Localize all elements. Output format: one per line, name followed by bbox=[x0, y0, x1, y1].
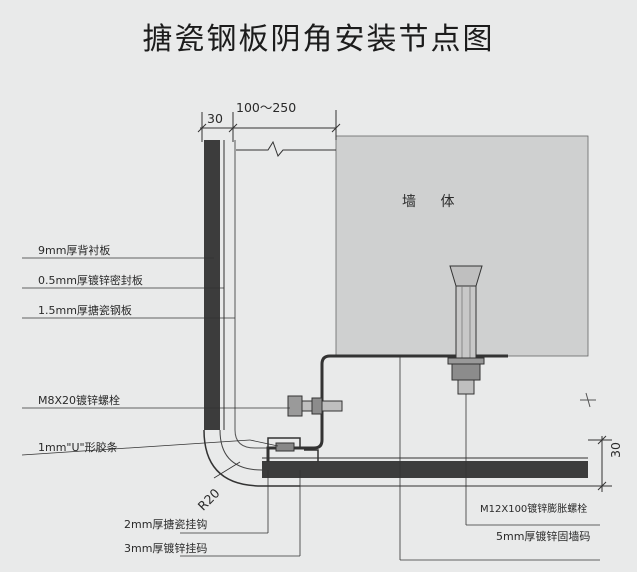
backing-board-horizontal bbox=[262, 461, 588, 478]
label-hook-3mm: 3mm厚镀锌挂码 bbox=[124, 541, 207, 555]
label-enamel-panel: 1.5mm厚搪瓷钢板 bbox=[38, 303, 132, 317]
m8-bolt bbox=[287, 395, 343, 417]
leader-lines bbox=[21, 257, 600, 561]
dim-corner-radius: R20 bbox=[195, 485, 223, 513]
label-wall-bracket: 5mm厚镀锌固墙码 bbox=[496, 529, 590, 543]
wall-bracket bbox=[266, 354, 508, 462]
backing-board-corner bbox=[219, 429, 300, 471]
dim-panel-thickness: 30 bbox=[207, 111, 223, 126]
m12-anchor-bolt bbox=[447, 265, 485, 395]
r20-leader bbox=[213, 461, 241, 479]
wall-label: 墙 体 bbox=[402, 194, 464, 210]
wall-break-mark bbox=[580, 392, 596, 408]
label-backing-board: 9mm厚背衬板 bbox=[38, 243, 110, 257]
top-dimension bbox=[197, 110, 341, 157]
u-strip bbox=[275, 442, 295, 452]
label-bolt-m8: M8X20镀锌螺栓 bbox=[38, 393, 120, 407]
dim-bottom-thickness: 30 bbox=[608, 442, 623, 458]
label-u-strip: 1mm"U"形胶条 bbox=[38, 440, 118, 454]
page-title: 搪瓷钢板阴角安装节点图 bbox=[142, 22, 495, 57]
hook-clip bbox=[267, 437, 319, 462]
backing-board-vertical bbox=[204, 140, 220, 430]
bottom-dimension bbox=[588, 435, 612, 492]
label-hook-2mm: 2mm厚搪瓷挂钩 bbox=[124, 517, 207, 531]
enamel-panel-inner bbox=[234, 140, 290, 449]
label-anchor-bolt: M12X100镀锌膨胀螺栓 bbox=[480, 502, 587, 515]
dim-gap-range: 100～250 bbox=[236, 100, 296, 115]
label-sealing-plate: 0.5mm厚镀锌密封板 bbox=[38, 273, 143, 287]
